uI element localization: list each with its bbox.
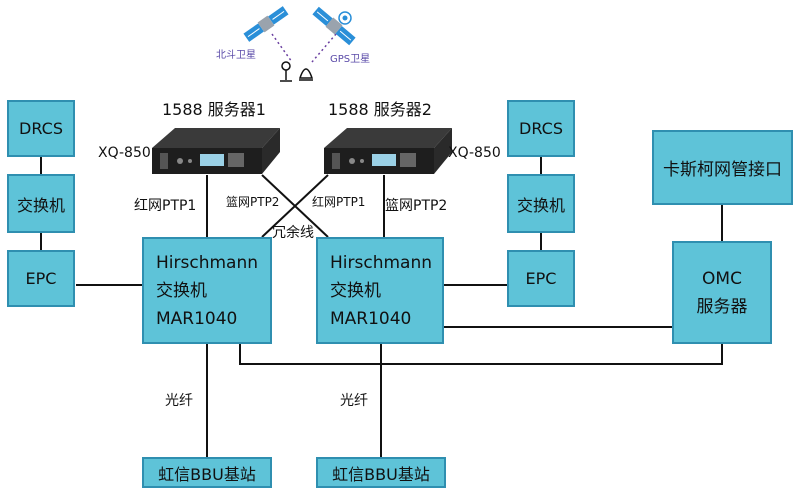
link-label-fiber-right: 光纤 <box>340 393 368 409</box>
drcs-box-left: DRCS <box>7 100 75 157</box>
server2-device-icon <box>324 128 452 174</box>
server1-device-icon <box>152 128 280 174</box>
gps-label: GPS卫星 <box>330 54 371 65</box>
switch-box-left: 交换机 <box>7 174 75 233</box>
omc-line1: OMC <box>702 268 742 289</box>
server1-model: XQ-850 <box>98 145 151 161</box>
bbu-label-left: 虹信BBU基站 <box>158 464 256 484</box>
hirschmann-switch-right: Hirschmann 交换机 MAR1040 <box>316 237 444 344</box>
server1-title: 1588 服务器1 <box>162 100 266 119</box>
omc-line2: 服务器 <box>696 296 748 317</box>
drcs-label-left: DRCS <box>19 119 63 138</box>
link-label-redundant: 冗余线 <box>272 225 314 241</box>
epc-box-left: EPC <box>7 250 75 307</box>
casco-label: 卡斯柯网管接口 <box>663 160 782 180</box>
hirschmann-left-line3: MAR1040 <box>156 308 238 329</box>
server2-title: 1588 服务器2 <box>328 100 432 119</box>
gps-dish-icon <box>338 11 352 25</box>
link-label-blue-ptp2-cross: 篮网PTP2 <box>226 195 280 209</box>
bbu-box-left: 虹信BBU基站 <box>142 457 272 488</box>
epc-label-left: EPC <box>25 269 57 288</box>
hirschmann-right-line3: MAR1040 <box>330 308 412 329</box>
casco-interface-box: 卡斯柯网管接口 <box>652 130 793 205</box>
hirschmann-right-line1: Hirschmann <box>330 252 432 273</box>
hirschmann-right-line2: 交换机 <box>330 280 381 301</box>
link-label-red-ptp1-left: 红网PTP1 <box>134 198 197 214</box>
bbu-box-right: 虹信BBU基站 <box>316 457 446 488</box>
epc-label-right: EPC <box>525 269 557 288</box>
hirschmann-left-line1: Hirschmann <box>156 252 258 273</box>
antenna-icon-left <box>280 61 292 82</box>
link-label-fiber-left: 光纤 <box>165 393 193 409</box>
antenna-icon-right <box>298 68 314 81</box>
switch-label-right: 交换机 <box>516 195 565 215</box>
switch-label-left: 交换机 <box>16 195 65 215</box>
switch-box-right: 交换机 <box>507 174 575 233</box>
beidou-satellite-icon <box>243 6 289 42</box>
link-label-red-ptp1-cross: 红网PTP1 <box>312 195 366 209</box>
line-cross-2 <box>261 174 329 238</box>
hirschmann-switch-left: Hirschmann 交换机 MAR1040 <box>142 237 272 344</box>
hirschmann-left-line2: 交换机 <box>156 280 207 301</box>
bbu-label-right: 虹信BBU基站 <box>332 464 430 484</box>
beidou-signal-line <box>271 33 293 63</box>
gps-satellite-icon <box>312 6 356 46</box>
line-left-hirschmann-omc <box>239 344 723 365</box>
server2-model: XQ-850 <box>448 145 501 161</box>
drcs-label-right: DRCS <box>519 119 563 138</box>
epc-box-right: EPC <box>507 250 575 307</box>
drcs-box-right: DRCS <box>507 100 575 157</box>
beidou-label: 北斗卫星 <box>216 50 256 61</box>
link-label-blue-ptp2-right: 篮网PTP2 <box>385 198 448 214</box>
gps-signal-line <box>311 33 337 63</box>
omc-server-box: OMC 服务器 <box>672 241 772 344</box>
